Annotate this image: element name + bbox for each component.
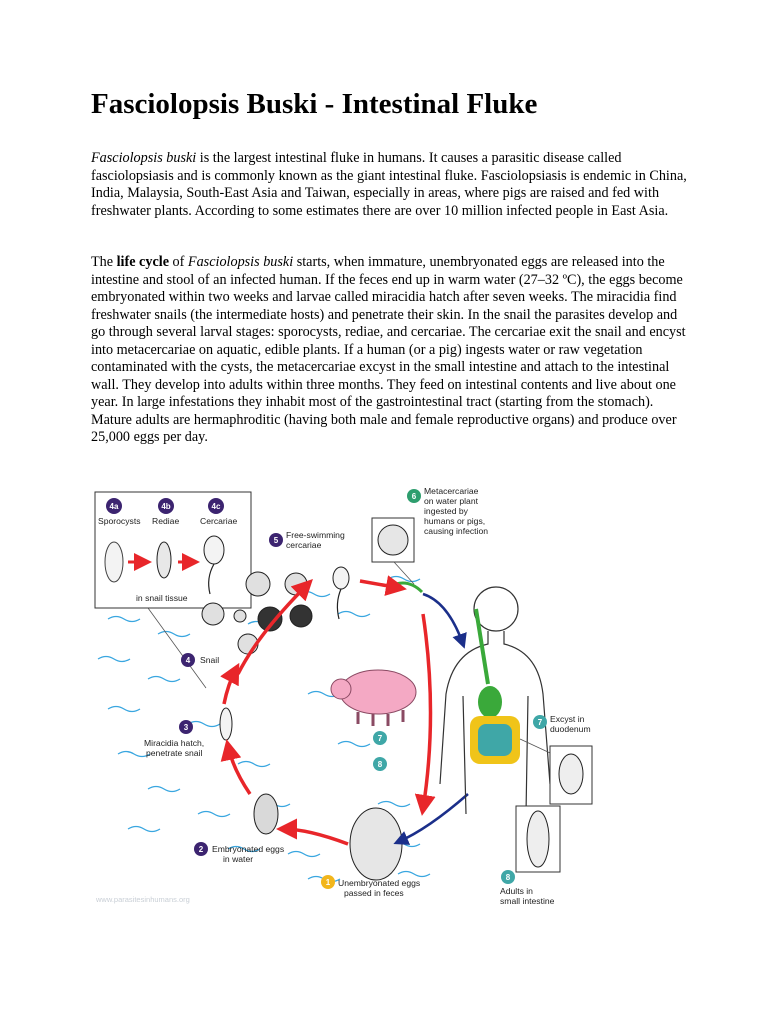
lifecycle-text: starts, when immature, unembryonated egg… [91, 254, 686, 445]
stage-6-line4: humans or pigs, [424, 516, 485, 526]
species-name: Fasciolopsis buski [187, 254, 294, 270]
stage-5-line2: cercariae [286, 540, 322, 550]
redia-drawing [156, 541, 172, 579]
page-title: Fasciolopsis Buski - Intestinal Fluke [91, 88, 538, 120]
adult-fluke-drawing [526, 810, 550, 868]
stage-6-line3: ingested by [424, 506, 469, 516]
lifecycle-lead: The [91, 254, 117, 270]
stage-4a-label: Sporocysts [98, 516, 141, 526]
lifecycle-of: of [169, 254, 188, 270]
embryonated-egg-drawing [253, 793, 279, 835]
stage-1-line2: passed in feces [344, 888, 404, 898]
excysted-larva-drawing [558, 753, 584, 795]
stage-2-number: 2 [199, 845, 204, 854]
stage-4c-number: 4c [212, 502, 221, 511]
stage-5-number: 5 [274, 536, 279, 545]
stage-8-line2: small intestine [500, 896, 555, 906]
stage-4a-number: 4a [110, 502, 119, 511]
lifecycle-paragraph: The life cycle of Fasciolopsis buski sta… [91, 254, 691, 447]
stage-7-line2: duodenum [550, 724, 591, 734]
cycle-arrows [220, 575, 436, 846]
stage-4b-label: Rediae [152, 516, 179, 526]
stage-4c: 4c Cercariae [200, 498, 237, 595]
stage-3-badge [179, 720, 193, 734]
stage-5-line1: Free-swimming [286, 530, 345, 540]
free-cercaria-drawing [332, 566, 350, 590]
stage-1-badge [321, 875, 335, 889]
life-cycle-diagram: 4a Sporocysts 4b Rediae 4c Cercariae in … [94, 486, 593, 906]
stage-8-badge [501, 870, 515, 884]
stage-1-line1: Unembryonated eggs [338, 878, 420, 888]
stage-4a: 4a Sporocysts [98, 498, 141, 583]
snails [201, 571, 313, 655]
stage-6-number: 6 [412, 492, 417, 501]
stage-5-badge [269, 533, 283, 547]
miracidium-drawing [219, 707, 233, 741]
stage-4c-badge [208, 498, 224, 514]
pig: 7 8 [330, 669, 417, 771]
intro-paragraph: Fasciolopsis buski is the largest intest… [91, 150, 691, 220]
stage-2-badge [194, 842, 208, 856]
stage-4a-badge [106, 498, 122, 514]
human-figure [439, 586, 551, 815]
life-cycle-term: life cycle [116, 254, 169, 270]
stage-4-number: 4 [186, 656, 191, 665]
sporocyst-drawing [104, 541, 124, 583]
stage-8-number: 8 [506, 873, 511, 882]
stage-4-label: Snail [200, 655, 219, 665]
stage-4b-number: 4b [161, 502, 170, 511]
stage-4: 4 Snail [181, 653, 219, 667]
stage-8: 8 Adults in small intestine [500, 805, 561, 906]
stage-4c-label: Cercariae [200, 516, 237, 526]
stage-6-line1: Metacercariae [424, 486, 479, 496]
stage-3-line2: penetrate snail [146, 748, 202, 758]
pig-stage-7-badge [373, 731, 387, 745]
stage-6-line5: causing infection [424, 526, 488, 536]
snail-tissue-label: in snail tissue [136, 593, 188, 603]
pig-stage-7-number: 7 [378, 734, 383, 743]
stage-1-number: 1 [326, 878, 331, 887]
stage-4-badge [181, 653, 195, 667]
gastrointestinal-tract [470, 608, 520, 764]
stage-7-badge [533, 715, 547, 729]
ingestion-arrow [422, 592, 467, 649]
stage-8-line1: Adults in [500, 886, 533, 896]
stage-7-number: 7 [538, 718, 543, 727]
stage-5: 5 Free-swimming cercariae [269, 530, 350, 620]
stage-7: 7 Excyst in duodenum [519, 714, 593, 805]
metacercaria-drawing [377, 524, 409, 556]
stage-7-line1: Excyst in [550, 714, 585, 724]
stage-3-line1: Miracidia hatch, [144, 738, 204, 748]
cercaria-drawing [203, 535, 225, 565]
stage-6-badge [407, 489, 421, 503]
pig-stage-8-badge [373, 757, 387, 771]
stage-2-line1: Embryonated eggs [212, 844, 284, 854]
stage-3-number: 3 [184, 723, 189, 732]
pig-stage-8-number: 8 [378, 760, 383, 769]
excretion-arrow [393, 793, 469, 845]
stage-3: 3 Miracidia hatch, penetrate snail [144, 707, 233, 758]
stage-1: 1 Unembryonated eggs passed in feces [321, 807, 420, 898]
stage-2-line2: in water [223, 854, 253, 864]
unembryonated-egg-drawing [349, 807, 403, 881]
intro-text: is the largest intestinal fluke in human… [91, 150, 687, 219]
stage-2: 2 Embryonated eggs in water [194, 793, 284, 864]
watermark: www.parasitesinhumans.org [95, 895, 190, 904]
stage-6: 6 Metacercariae on water plant ingested … [371, 486, 488, 594]
stage-6-line2: on water plant [424, 496, 479, 506]
stage-4b: 4b Rediae [152, 498, 179, 579]
stage-4b-badge [158, 498, 174, 514]
species-name: Fasciolopsis buski [91, 150, 197, 166]
